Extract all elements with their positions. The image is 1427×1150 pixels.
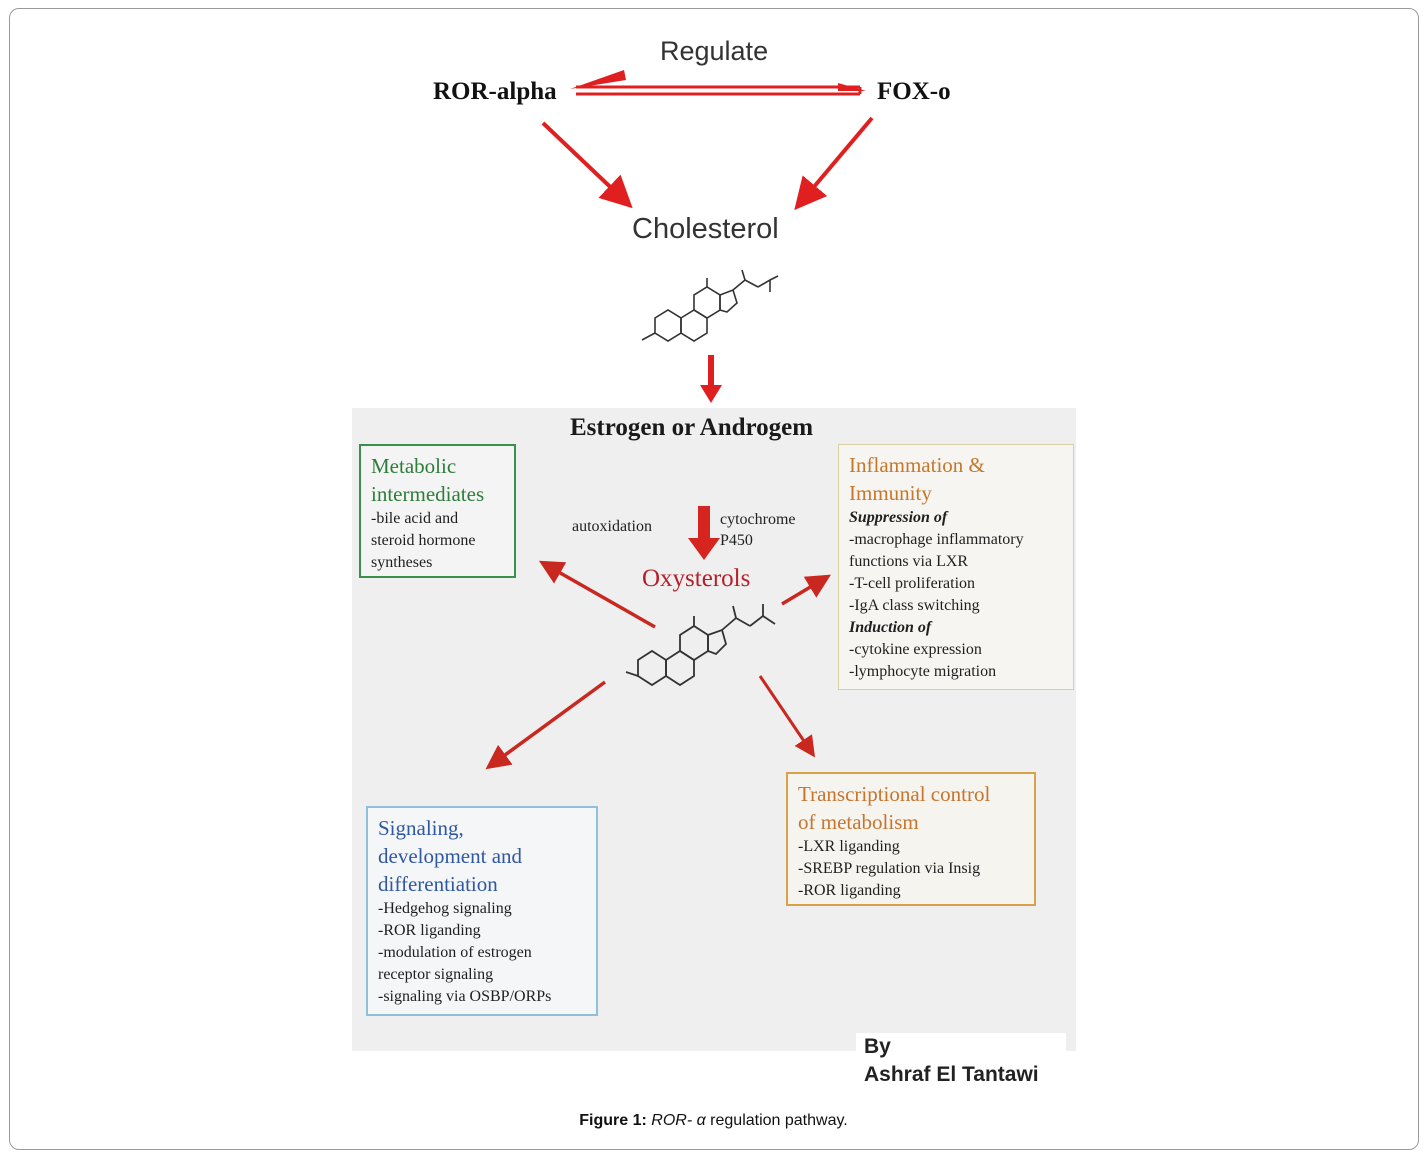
figure-caption: Figure 1: ROR- α regulation pathway. (0, 1112, 1427, 1130)
caption-italic: ROR- α (651, 1112, 706, 1129)
transcription-line: -ROR liganding (798, 882, 901, 899)
oxysterols-node: Oxysterols (642, 565, 751, 592)
signaling-line: -ROR liganding (378, 922, 481, 939)
ror-to-cholesterol-arrow (541, 121, 633, 209)
to-metabolic-arrow (538, 560, 656, 629)
inflammation-line: -macrophage inflammatory (849, 531, 1024, 548)
transcription-title-1: Transcriptional control (798, 782, 991, 806)
author-credit: By Ashraf El Tantawi (856, 1033, 1066, 1095)
estrogen-androgem-heading: Estrogen or Androgem (570, 414, 814, 441)
fox-o-node: FOX-o (877, 78, 951, 105)
autoxidation-label: autoxidation (572, 518, 652, 535)
to-transcription-arrow (758, 675, 816, 758)
metabolic-line: syntheses (371, 554, 433, 571)
credit-by: By (864, 1035, 891, 1058)
cytochrome-label: cytochrome (720, 511, 796, 528)
cholesterol-structure-icon (641, 269, 779, 342)
transcription-box: Transcriptional control of metabolism -L… (786, 772, 1036, 906)
signaling-title-2: development and (378, 844, 523, 868)
ror-alpha-node: ROR-alpha (433, 78, 557, 105)
metabolic-box: Metabolic intermediates -bile acid and s… (359, 444, 516, 578)
signaling-box: Signaling, development and differentiati… (366, 806, 598, 1016)
estrogen-to-oxysterols-arrow (688, 506, 720, 560)
regulate-label: Regulate (660, 36, 769, 66)
oxysterol-structure-icon (625, 604, 776, 687)
inflammation-line: -lymphocyte migration (849, 663, 997, 680)
inflammation-box: Inflammation & Immunity Suppression of -… (838, 444, 1074, 690)
metabolic-title-2: intermediates (371, 482, 485, 506)
caption-label: Figure 1: (579, 1112, 647, 1129)
inflammation-title-1: Inflammation & (849, 453, 985, 477)
cholesterol-node: Cholesterol (632, 213, 779, 245)
metabolic-line: steroid hormone (371, 532, 476, 549)
inflammation-line: functions via LXR (849, 553, 969, 570)
transcription-line: -LXR liganding (798, 838, 900, 855)
inflammation-title-2: Immunity (849, 481, 932, 505)
transcription-line: -SREBP regulation via Insig (798, 860, 981, 877)
inflammation-line: -cytokine expression (849, 641, 982, 658)
credit-author: Ashraf El Tantawi (864, 1063, 1039, 1086)
transcription-title-2: of metabolism (798, 810, 919, 834)
suppression-subheading: Suppression of (849, 509, 948, 526)
signaling-line: receptor signaling (378, 966, 494, 983)
inflammation-line: -IgA class switching (849, 597, 980, 614)
induction-subheading: Induction of (849, 619, 932, 636)
inflammation-line: -T-cell proliferation (849, 575, 976, 592)
metabolic-line: -bile acid and (371, 510, 459, 527)
cholesterol-to-estrogen-arrow (700, 355, 722, 403)
regulate-arrow (570, 70, 866, 96)
caption-text: regulation pathway. (705, 1112, 848, 1129)
signaling-line: -modulation of estrogen (378, 944, 532, 961)
signaling-title-3: differentiation (378, 872, 498, 896)
to-inflammation-arrow (781, 574, 832, 606)
signaling-title-1: Signaling, (378, 816, 464, 840)
fox-to-cholesterol-arrow (794, 116, 874, 211)
metabolic-title-1: Metabolic (371, 454, 457, 478)
signaling-line: -Hedgehog signaling (378, 900, 512, 917)
p450-label: P450 (720, 532, 753, 549)
to-signaling-arrow (485, 680, 607, 770)
signaling-line: -signaling via OSBP/ORPs (378, 988, 552, 1005)
